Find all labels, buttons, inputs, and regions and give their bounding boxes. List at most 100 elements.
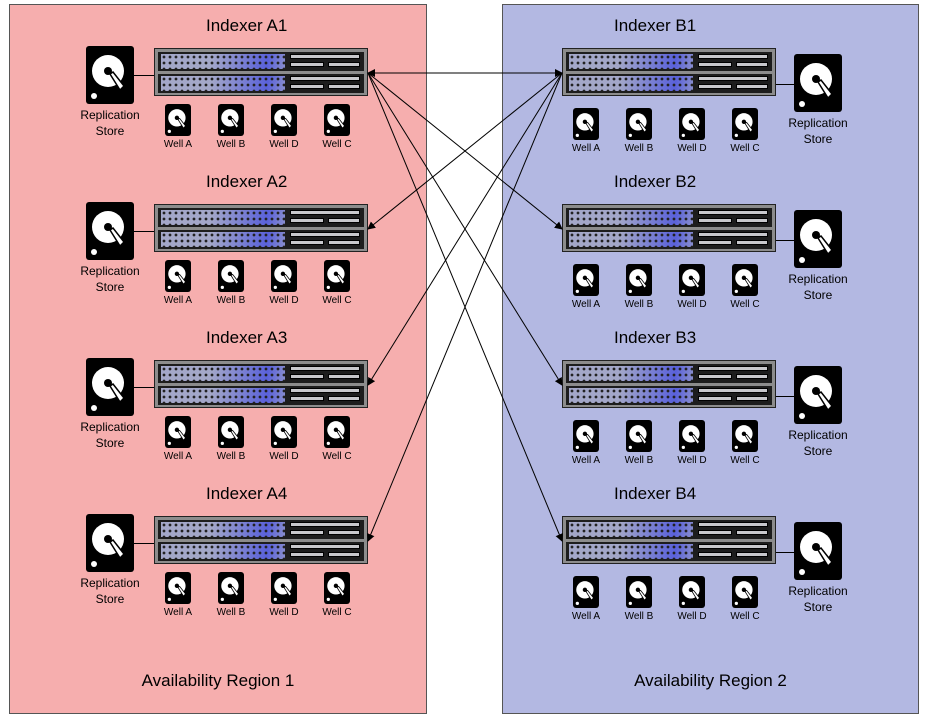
hard-drive-icon <box>573 576 599 608</box>
well-label: Well C <box>730 143 760 154</box>
replication-store-label: Replication Store <box>778 271 858 303</box>
hard-drive-icon <box>218 416 244 448</box>
well-label: Well D <box>269 295 299 306</box>
well: Well C <box>317 104 357 154</box>
store-label-line: Replication <box>80 420 140 434</box>
well-label: Well A <box>571 299 601 310</box>
well-label: Well D <box>269 139 299 150</box>
well-label: Well D <box>269 451 299 462</box>
region-title: Availability Region 2 <box>634 671 787 690</box>
well: Well D <box>264 260 304 310</box>
store-connector <box>776 240 794 241</box>
well-label: Well C <box>322 607 352 618</box>
well: Well D <box>264 416 304 466</box>
wells-row: Well A Well B Well D Well C <box>158 416 358 466</box>
well: Well B <box>619 264 659 314</box>
indexer-title: Indexer B2 <box>614 172 697 191</box>
replication-store-label: Replication Store <box>70 419 150 451</box>
store-connector <box>776 396 794 397</box>
store-label-line: Store <box>95 124 125 138</box>
well-label: Well D <box>677 611 707 622</box>
well-label: Well A <box>571 143 601 154</box>
well-label: Well D <box>677 299 707 310</box>
well-label: Well B <box>216 295 246 306</box>
indexer-title: Indexer A2 <box>206 172 288 191</box>
hard-drive-icon <box>679 576 705 608</box>
store-label-line: Replication <box>788 428 848 442</box>
well: Well B <box>211 260 251 310</box>
store-connector <box>134 75 154 76</box>
well-label: Well B <box>624 299 654 310</box>
hard-drive-icon <box>324 416 350 448</box>
hard-drive-icon <box>165 104 191 136</box>
replication-store-label: Replication Store <box>778 427 858 459</box>
well-label: Well A <box>163 139 193 150</box>
hard-drive-icon <box>794 210 842 268</box>
hard-drive-icon <box>626 576 652 608</box>
well: Well C <box>317 572 357 622</box>
wells-row: Well A Well B Well D Well C <box>566 108 766 158</box>
hard-drive-icon <box>794 366 842 424</box>
well: Well D <box>672 420 712 470</box>
hard-drive-icon <box>324 104 350 136</box>
hard-drive-icon <box>573 108 599 140</box>
well-label: Well C <box>322 295 352 306</box>
store-label-line: Replication <box>80 264 140 278</box>
store-label-line: Replication <box>788 116 848 130</box>
well-label: Well B <box>624 143 654 154</box>
replication-store-label: Replication Store <box>70 263 150 295</box>
store-label-line: Store <box>95 592 125 606</box>
replication-store-label: Replication Store <box>778 583 858 615</box>
replication-store-label: Replication Store <box>70 575 150 607</box>
well-label: Well B <box>216 607 246 618</box>
well-label: Well C <box>322 451 352 462</box>
wells-row: Well A Well B Well D Well C <box>566 264 766 314</box>
server-rack-icon <box>562 360 776 408</box>
well-label: Well A <box>571 611 601 622</box>
store-connector <box>776 84 794 85</box>
hard-drive-icon <box>218 104 244 136</box>
server-rack-icon <box>154 360 368 408</box>
hard-drive-icon <box>271 104 297 136</box>
store-label-line: Store <box>95 280 125 294</box>
hard-drive-icon <box>86 358 134 416</box>
hard-drive-icon <box>165 416 191 448</box>
store-label-line: Store <box>95 436 125 450</box>
well: Well C <box>725 576 765 626</box>
store-label-line: Replication <box>80 576 140 590</box>
hard-drive-icon <box>86 202 134 260</box>
well-label: Well A <box>163 607 193 618</box>
well: Well A <box>158 416 198 466</box>
well: Well D <box>672 576 712 626</box>
store-connector <box>134 543 154 544</box>
well-label: Well A <box>163 451 193 462</box>
well: Well D <box>264 572 304 622</box>
hard-drive-icon <box>679 108 705 140</box>
hard-drive-icon <box>324 572 350 604</box>
well: Well A <box>158 572 198 622</box>
region-title: Availability Region 1 <box>141 671 295 690</box>
well: Well A <box>158 104 198 154</box>
indexer-title: Indexer A1 <box>206 16 288 35</box>
well: Well C <box>725 420 765 470</box>
indexer-title: Indexer B3 <box>614 328 697 347</box>
hard-drive-icon <box>573 264 599 296</box>
hard-drive-icon <box>218 572 244 604</box>
store-connector <box>134 231 154 232</box>
server-rack-icon <box>562 516 776 564</box>
well-label: Well C <box>730 611 760 622</box>
well-label: Well D <box>677 143 707 154</box>
hard-drive-icon <box>794 522 842 580</box>
well: Well A <box>566 420 606 470</box>
server-rack-icon <box>154 516 368 564</box>
store-connector <box>776 552 794 553</box>
hard-drive-icon <box>573 420 599 452</box>
hard-drive-icon <box>626 420 652 452</box>
well: Well C <box>317 416 357 466</box>
well-label: Well B <box>624 455 654 466</box>
hard-drive-icon <box>732 576 758 608</box>
hard-drive-icon <box>218 260 244 292</box>
well: Well B <box>211 416 251 466</box>
hard-drive-icon <box>271 572 297 604</box>
hard-drive-icon <box>86 514 134 572</box>
